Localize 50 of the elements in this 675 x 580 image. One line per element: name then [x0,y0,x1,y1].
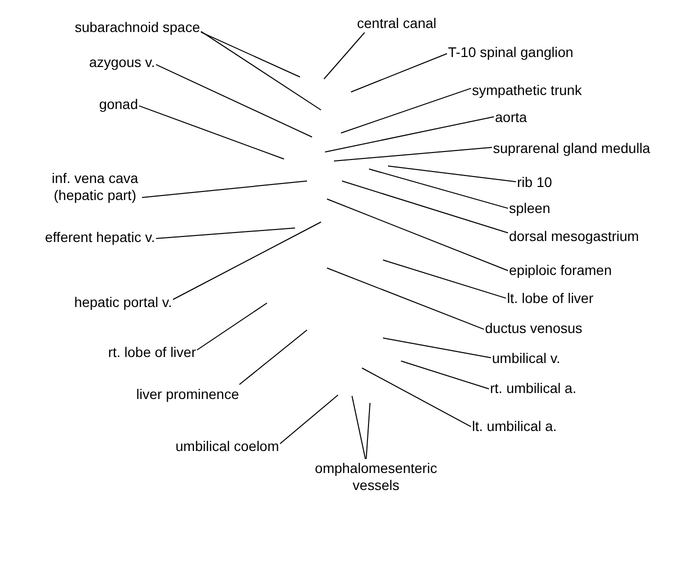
leader-line [350,53,448,92]
leader-line [400,360,490,390]
leader-line [352,396,366,460]
leader-line [342,180,508,234]
leader-line [388,166,516,182]
part-label: liver prominence [136,386,239,402]
part-label: hepatic portal v. [74,294,172,310]
leader-line [156,64,312,138]
leader-line [340,88,472,134]
part-label: sympathetic trunk [472,82,582,98]
part-label: epiploic foramen [509,262,612,278]
part-label: ductus venosus [485,320,582,336]
leader-line [326,198,508,272]
part-label: rib 10 [517,174,552,190]
leader-line [172,222,322,300]
part-label: suprarenal gland medulla [493,140,650,156]
leader-line [324,116,494,152]
part-label: rt. umbilical a. [490,380,576,396]
part-label: azygous v. [89,54,155,70]
leader-line [382,338,492,358]
part-label: dorsal mesogastrium [509,228,639,244]
leader-line [200,30,322,110]
leader-line [200,32,300,78]
leader-line [324,32,366,80]
part-label: aorta [495,108,527,126]
leader-line [196,302,268,350]
part-label: lt. umbilical a. [472,418,557,434]
leader-line [280,394,338,444]
part-label: central canal [357,14,436,32]
part-label: omphalomesenteric vessels [312,460,440,494]
leader-line [382,260,506,299]
part-label: inf. vena cava (hepatic part) [49,170,141,204]
leader-line [334,146,492,162]
part-label: rt. lobe of liver [108,344,196,360]
leader-line [326,268,484,330]
part-label: efferent hepatic v. [45,228,155,246]
leader-line [368,168,508,209]
leader-line [138,105,284,160]
part-label: gonad [99,96,138,112]
part-label: spleen [509,200,550,216]
leader-line [238,330,308,385]
leader-line [142,180,308,198]
part-label: lt. lobe of liver [507,290,594,306]
leader-line [362,368,472,428]
part-label: umbilical v. [492,350,560,366]
part-label: subarachnoid space [74,18,200,36]
leader-line [366,402,370,460]
part-label: T-10 spinal ganglion [448,44,574,60]
leader-line [156,228,296,239]
part-label: umbilical coelom [176,438,279,454]
